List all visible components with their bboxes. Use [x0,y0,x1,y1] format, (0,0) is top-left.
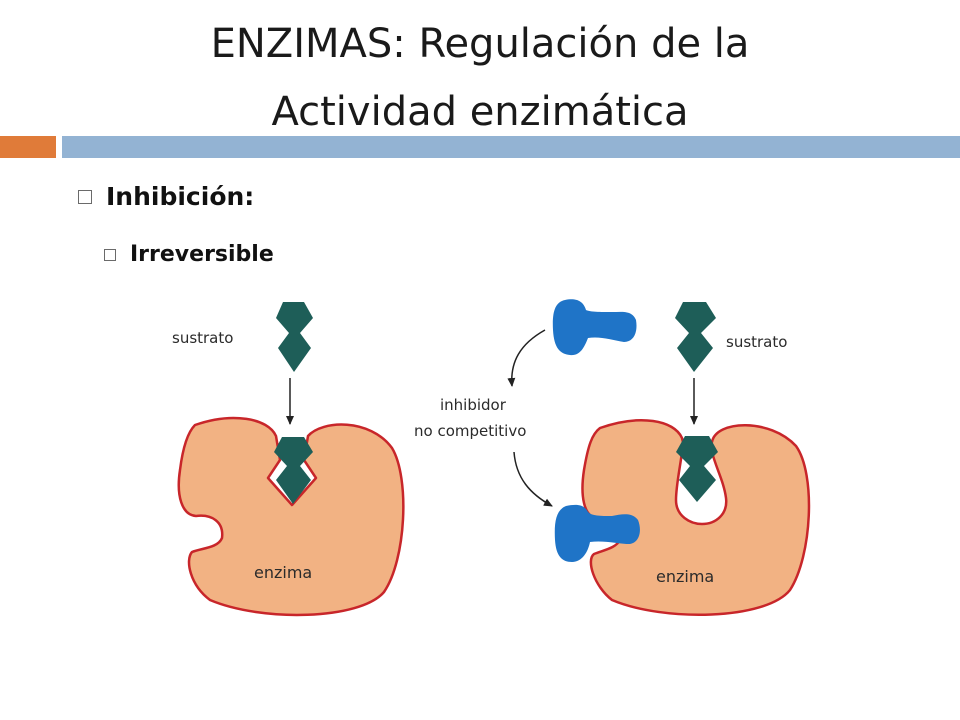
right-panel: sustrato inhibidor no competitivo enzima [414,299,811,616]
bullet-irreversible-text: Irreversible [130,242,274,267]
right-substrate-unbound [676,436,718,502]
left-enzyme [177,416,405,617]
left-substrate-bound [274,437,313,504]
right-enzyme-label: enzima [656,567,714,586]
slide-title-line-1: ENZIMAS: Regulación de la [210,21,750,67]
bullet-inhibicion: Inhibición: [78,182,254,211]
inhibitor-arrow-bottom [513,451,553,507]
bullet-inhibicion-text: Inhibición: [106,182,255,211]
inhibitor-arrow-top [507,329,546,387]
square-bullet-icon [78,189,92,204]
right-inhibitor-free [552,299,637,356]
slide-title: ENZIMAS: Regulación de la Actividad enzi… [0,10,960,146]
title-accent-bar-orange [0,136,56,158]
inhibitor-label-line-1: inhibidor [440,396,507,414]
left-enzyme-label: enzima [254,563,312,582]
right-substrate-free [675,302,716,372]
right-substrate-label: sustrato [726,333,787,351]
bullet-irreversible: Irreversible [104,242,274,267]
right-inhibitor-bound [554,504,640,562]
title-accent-bar-blue [62,136,960,158]
left-panel: sustrato enzima [172,302,405,617]
left-substrate-free [276,302,313,372]
square-bullet-icon [104,248,116,261]
inhibitor-label-line-2: no competitivo [414,422,526,440]
left-substrate-label: sustrato [172,329,233,347]
slide-title-line-2: Actividad enzimática [271,89,689,135]
